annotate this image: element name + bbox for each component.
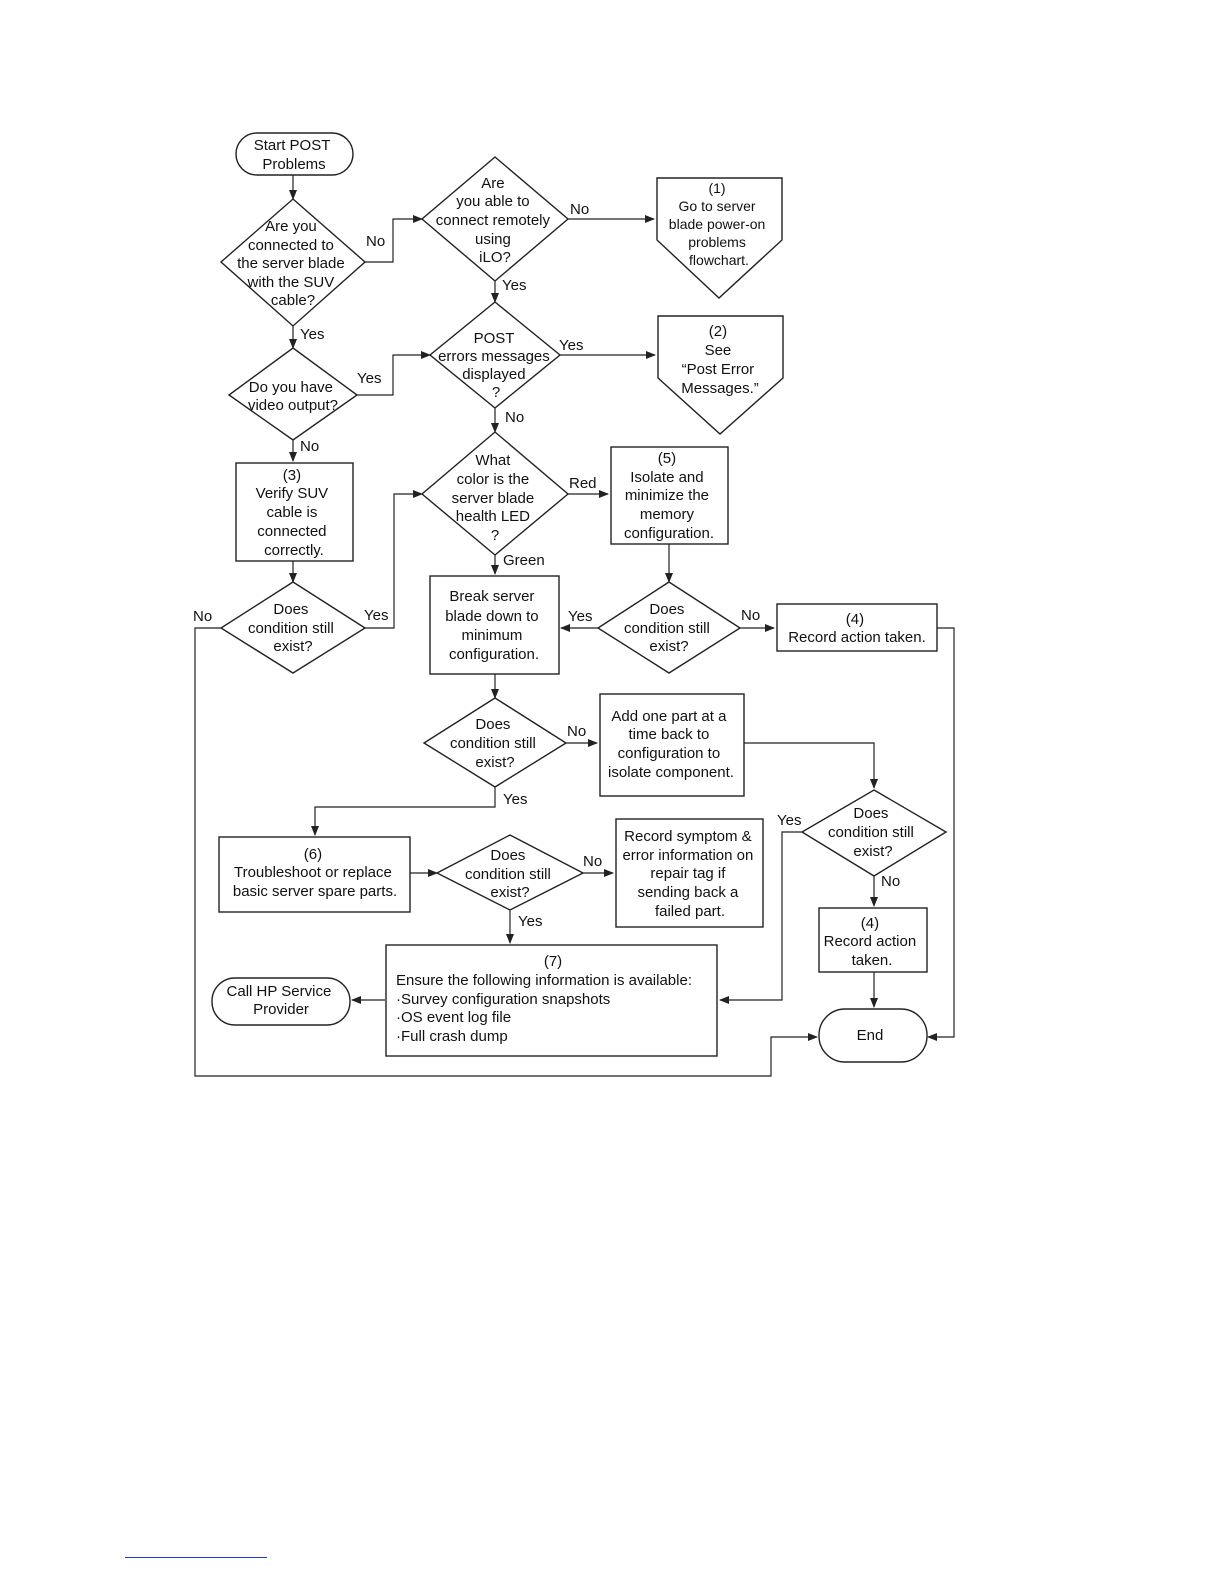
shapes xyxy=(211,132,948,1063)
remote-ilo-decision xyxy=(420,156,570,282)
box4-top-text: (4) Record action taken. xyxy=(788,611,926,646)
post-errors-question: POST errors messages displayed ? xyxy=(438,330,554,401)
call-hp-text: Call HP Service Provider xyxy=(227,983,336,1018)
arrow-cond-right-yes-to-box7 xyxy=(719,831,802,1004)
box6-troubleshoot xyxy=(218,836,411,913)
arrow-cond-left-yes-to-led xyxy=(365,490,423,629)
label-led-red: Red xyxy=(569,475,597,492)
health-led-decision xyxy=(420,431,570,556)
record-symptom-box xyxy=(615,818,764,928)
health-led-question: What color is the server blade health LE… xyxy=(452,452,539,544)
video-output-decision xyxy=(227,347,359,441)
remote-ilo-question: Are you able to connect remotely using i… xyxy=(436,175,554,266)
arrow-suv-no-to-remote xyxy=(365,215,423,263)
arrow-cond-center-yes-to-box6 xyxy=(311,787,496,836)
ref1-text: (1) Go to server blade power-on problems… xyxy=(669,180,769,268)
start-label: Start POST Problems xyxy=(254,137,335,173)
condition-low-decision xyxy=(435,834,585,911)
condition-center-decision xyxy=(422,697,568,788)
condition-left-decision xyxy=(219,581,367,674)
condition-mid-decision xyxy=(596,581,742,674)
box4-bottom-text: (4) Record action taken. xyxy=(824,915,921,969)
label-post-no: No xyxy=(505,409,524,426)
label-suv-yes: Yes xyxy=(300,326,324,343)
end-terminal xyxy=(818,1008,928,1063)
box3-verify-suv xyxy=(235,462,354,562)
label-left-yes: Yes xyxy=(364,607,388,624)
suv-cable-question: Are you connected to the server blade wi… xyxy=(237,218,349,309)
label-video-no: No xyxy=(300,438,319,455)
label-remote-no: No xyxy=(570,201,589,218)
label-mid-yes: Yes xyxy=(568,608,592,625)
box3-text: (3) Verify SUV cable is connected correc… xyxy=(256,467,333,559)
box4-record-bottom xyxy=(818,907,928,973)
add-part-text: Add one part at a time back to configura… xyxy=(608,708,734,781)
label-suv-no: No xyxy=(366,233,385,250)
label-center-no: No xyxy=(567,723,586,740)
start-terminal xyxy=(235,132,354,176)
footnote-divider xyxy=(125,1557,267,1558)
suv-cable-decision xyxy=(219,198,367,327)
break-down-box xyxy=(429,575,560,675)
box5-text: (5) Isolate and minimize the memory conf… xyxy=(624,450,714,542)
post-errors-decision xyxy=(428,301,562,409)
box4-record-top xyxy=(776,603,938,652)
label-left-no: No xyxy=(193,608,212,625)
condition-mid-question: Does condition still exist? xyxy=(624,601,714,655)
arrow-video-yes-to-post xyxy=(357,351,431,396)
label-remote-yes: Yes xyxy=(502,277,526,294)
box7-list: Ensure the following information is avai… xyxy=(396,972,696,1045)
shape-labels: Start POST Problems Are you connected to… xyxy=(227,137,926,1045)
arrow-box4-to-end xyxy=(927,627,955,1041)
label-low-yes: Yes xyxy=(518,913,542,930)
break-down-text: Break server blade down to minimum confi… xyxy=(445,588,543,663)
label-mid-no: No xyxy=(741,607,760,624)
condition-low-question: Does condition still exist? xyxy=(465,847,555,901)
condition-left-question: Does condition still exist? xyxy=(248,601,338,655)
end-text: End xyxy=(857,1027,884,1044)
box6-text: (6) Troubleshoot or replace basic server… xyxy=(233,846,397,900)
add-part-box xyxy=(599,693,745,797)
condition-right-decision xyxy=(800,789,948,877)
box7-title: (7) xyxy=(544,953,562,970)
box5-isolate-memory xyxy=(610,446,729,545)
label-low-no: No xyxy=(583,853,602,870)
record-symptom-text: Record symptom & error information on re… xyxy=(622,828,757,920)
label-post-yes: Yes xyxy=(559,337,583,354)
box7-information xyxy=(385,944,718,1057)
label-right-no: No xyxy=(881,873,900,890)
condition-right-question: Does condition still exist? xyxy=(828,805,918,860)
call-hp-terminal xyxy=(211,977,351,1026)
label-video-yes: Yes xyxy=(357,370,381,387)
video-output-question: Do you have video output? xyxy=(248,379,338,414)
ref2-offpage-connector xyxy=(657,315,784,435)
arrow-add-to-cond-right xyxy=(744,742,878,789)
branch-labels: No Yes No Yes Yes No Yes No Red Green No… xyxy=(193,201,900,930)
label-led-green: Green xyxy=(503,552,545,569)
ref1-offpage-connector xyxy=(656,177,783,299)
ref2-text: (2) See “Post Error Messages.” xyxy=(681,323,759,397)
label-right-yes: Yes xyxy=(777,812,801,829)
connectors xyxy=(194,175,955,1077)
condition-center-question: Does condition still exist? xyxy=(450,716,540,771)
label-center-yes: Yes xyxy=(503,791,527,808)
arrow-cond-left-no-to-end xyxy=(194,627,818,1077)
